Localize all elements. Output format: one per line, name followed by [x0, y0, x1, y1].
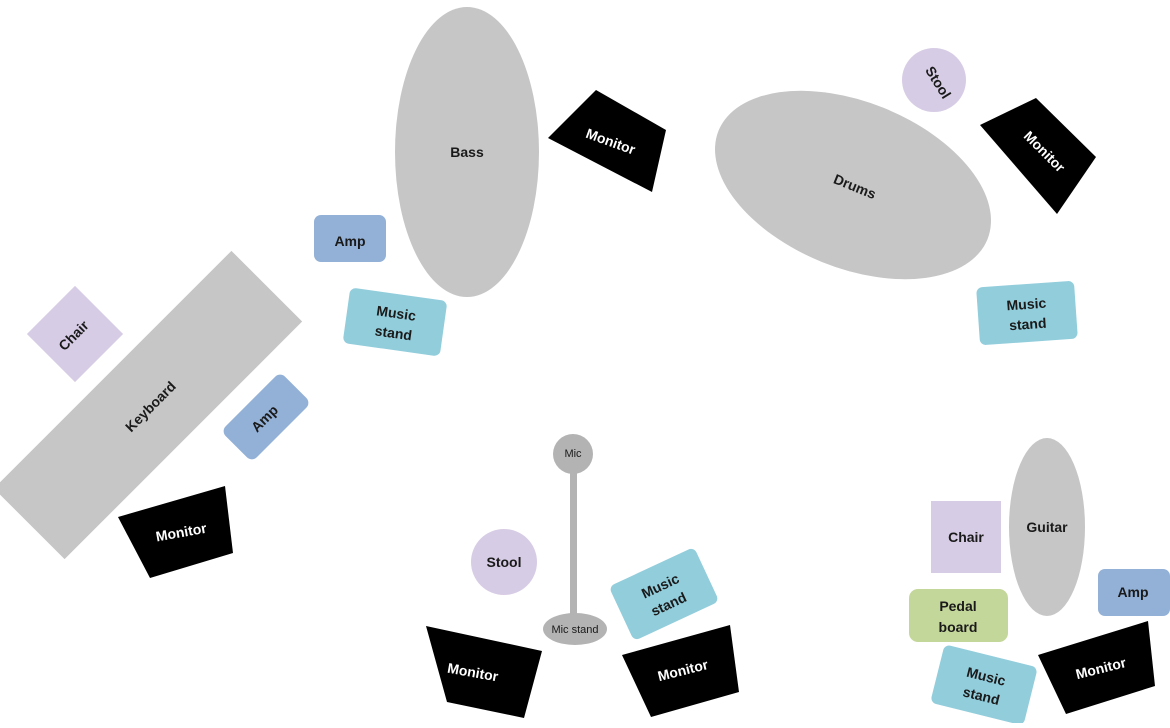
mic-stand: Mic Mic stand	[543, 434, 607, 645]
vocal-monitor-left: Monitor	[426, 626, 542, 718]
music-stand-label-line1: Music	[1006, 295, 1047, 314]
mic-stand-pole	[570, 463, 577, 623]
monitor-shape	[1038, 621, 1155, 714]
drums-ellipse	[715, 90, 991, 280]
drums-music-stand: Music stand	[976, 281, 1078, 345]
vocal-monitor-right: Monitor	[622, 625, 739, 717]
stool-label: Stool	[487, 554, 522, 570]
music-stand-shape	[343, 288, 447, 356]
bass-music-stand: Music stand	[343, 288, 447, 356]
bass-label: Bass	[450, 144, 484, 160]
mic-label: Mic	[564, 448, 582, 460]
monitor-shape	[548, 90, 666, 192]
monitor-shape	[118, 486, 233, 578]
monitor-shape	[980, 98, 1096, 214]
music-stand-shape	[610, 548, 718, 640]
mic-shape	[553, 434, 593, 474]
drums-shape: Drums	[715, 90, 991, 280]
vocal-stool: Stool	[471, 529, 537, 595]
music-stand-shape	[976, 281, 1078, 345]
monitor-shape	[426, 626, 542, 718]
monitor-shape	[622, 625, 739, 717]
guitar-amp: Amp	[1098, 569, 1170, 616]
music-stand-label-line1: Music	[375, 302, 417, 323]
keyboard-rect	[0, 250, 303, 560]
mic-stand-base	[543, 613, 607, 645]
amp-shape	[1098, 569, 1170, 616]
chair-label: Chair	[948, 529, 984, 545]
chair-shape	[931, 501, 1001, 573]
guitar-music-stand: Music stand	[931, 645, 1037, 725]
music-stand-shape	[931, 645, 1037, 725]
guitar-ellipse	[1009, 438, 1085, 616]
bass-monitor: Monitor	[548, 90, 666, 192]
pedal-board-shape	[909, 589, 1008, 642]
stool-shape	[471, 529, 537, 595]
chair-shape	[26, 285, 124, 383]
amp-shape	[223, 374, 309, 460]
music-stand-label-line2: stand	[374, 322, 413, 343]
mic-stand-label: Mic stand	[551, 624, 598, 636]
keyboard-amp: Amp	[223, 374, 309, 460]
music-stand-label-line2: stand	[1009, 315, 1047, 334]
drums-monitor: Monitor	[980, 98, 1096, 214]
bass-amp: Amp	[314, 215, 386, 262]
guitar-shape: Guitar	[1009, 438, 1085, 616]
guitar-chair: Chair	[931, 501, 1001, 573]
amp-label: Amp	[334, 233, 365, 249]
bass-shape: Bass	[395, 7, 539, 297]
pedal-board-label-line2: board	[939, 619, 978, 635]
pedal-board: Pedal board	[909, 589, 1008, 642]
keyboard-monitor: Monitor	[118, 486, 233, 578]
amp-shape	[314, 215, 386, 262]
keyboard-chair: Chair	[26, 285, 124, 383]
guitar-monitor: Monitor	[1038, 621, 1155, 714]
drums-stool: Stool	[902, 48, 966, 112]
vocal-music-stand: Music stand	[610, 548, 718, 640]
keyboard-shape: Keyboard	[0, 250, 303, 560]
stool-shape	[902, 48, 966, 112]
pedal-board-label-line1: Pedal	[939, 598, 976, 614]
guitar-label: Guitar	[1026, 519, 1068, 535]
bass-ellipse	[395, 7, 539, 297]
amp-label: Amp	[1117, 584, 1148, 600]
